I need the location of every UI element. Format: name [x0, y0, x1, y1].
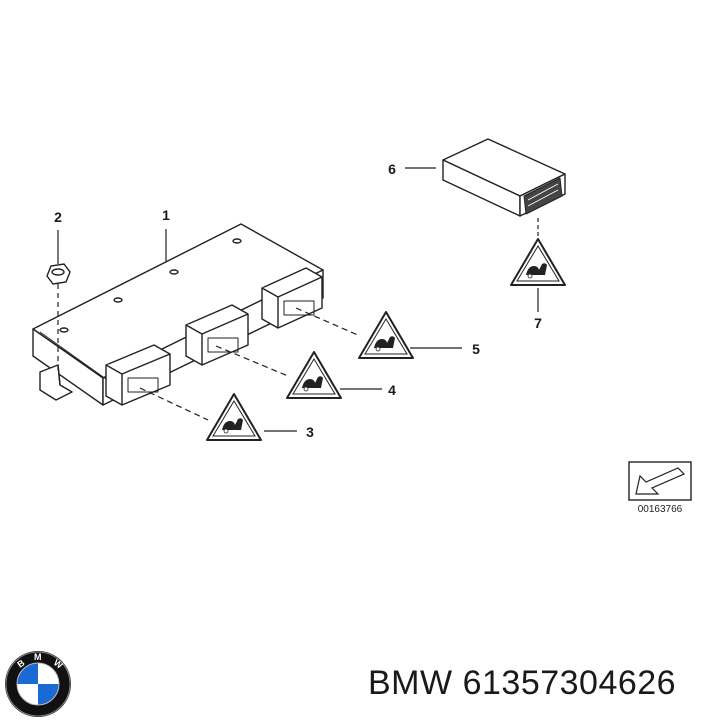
- part-number: 61357304626: [462, 664, 677, 702]
- callout-6: 6: [388, 161, 396, 177]
- bmw-logo-icon: B M W: [5, 651, 71, 717]
- callout-4: 4: [388, 382, 396, 398]
- svg-text:B: B: [15, 657, 26, 669]
- warning-symbol-icon: [510, 238, 566, 286]
- warning-symbol-icon: [358, 311, 414, 359]
- svg-text:M: M: [34, 652, 42, 662]
- warning-symbol-icon: [206, 393, 262, 441]
- callout-7: 7: [534, 315, 542, 331]
- callout-1: 1: [162, 207, 170, 223]
- control-module-main: [32, 223, 324, 406]
- diagram-reference-box: 00163766: [628, 461, 692, 515]
- control-module-small: [442, 138, 566, 217]
- callout-3: 3: [306, 424, 314, 440]
- warning-symbol-icon: [286, 351, 342, 399]
- callout-2: 2: [54, 209, 62, 225]
- arrow-icon: [635, 467, 686, 495]
- brand-name: BMW: [368, 664, 453, 702]
- diagram-code: 00163766: [638, 504, 683, 515]
- leader-lines: [57, 167, 539, 432]
- callout-5: 5: [472, 341, 480, 357]
- nut-part: [46, 263, 71, 285]
